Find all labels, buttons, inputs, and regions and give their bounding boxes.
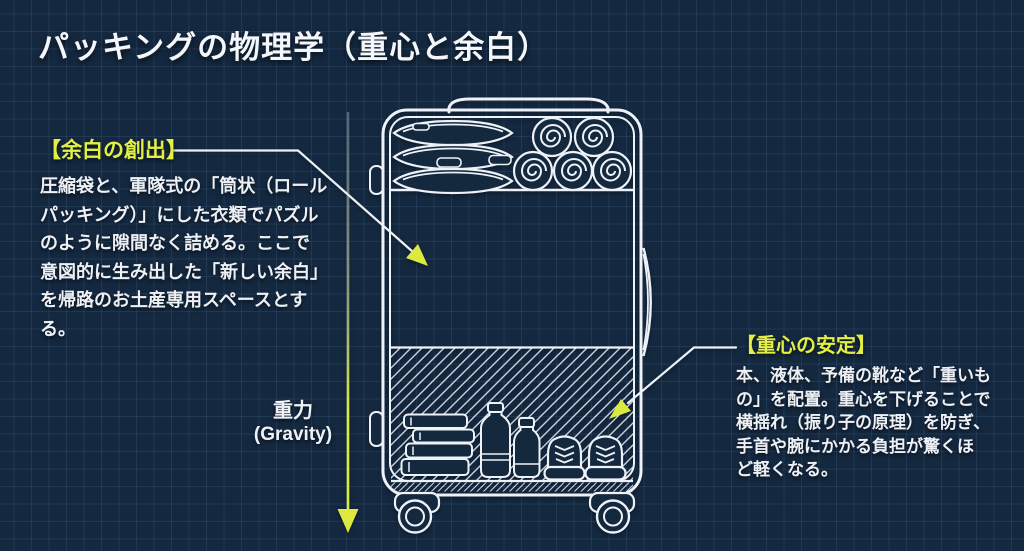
annotation-right-heading: 【重心の安定】: [736, 335, 876, 357]
compression-bag-icons: [392, 119, 514, 195]
leader-arrowhead-right-icon: [609, 399, 631, 419]
gravity-label: 重力 (Gravity): [243, 399, 343, 447]
leader-arrowhead-left-icon: [406, 244, 428, 266]
annotation-center-of-gravity: 【重心の安定】 本、液体、予備の靴など「重いも の」を配置。重心を下げることで …: [736, 334, 1018, 482]
page-title: パッキングの物理学（重心と余白）: [38, 30, 550, 65]
book-stack-icon: [400, 413, 475, 476]
rolled-clothes-icons: [512, 116, 633, 192]
leader-arrow-left: [172, 149, 428, 266]
leader-arrow-right: [609, 346, 738, 419]
annotation-right-body: 本、液体、予備の靴など「重いも の」を配置。重心を下げることで 横揺れ（振り子の…: [736, 366, 991, 479]
side-handle-icon: [642, 247, 652, 357]
annotation-margin-creation: 【余白の創出】 圧縮袋と、軍隊式の「筒状（ロール パッキング）」にした衣類でパズ…: [40, 138, 360, 343]
gravity-arrow-icon: [337, 112, 359, 533]
annotation-left-heading: 【余白の創出】: [40, 139, 187, 162]
caster-wheel-icons: [393, 491, 636, 534]
suitcase-handle-icon: [447, 97, 610, 114]
gravity-label-ja: 重力: [273, 400, 313, 422]
sneaker-icons: [543, 435, 627, 481]
gravity-label-en: (Gravity): [253, 424, 333, 445]
annotation-left-body: 圧縮袋と、軍隊式の「筒状（ロール パッキング）」にした衣類でパズル のように隙間…: [40, 176, 328, 339]
water-bottle-icons: [480, 402, 541, 478]
side-feet-icons: [369, 165, 384, 447]
